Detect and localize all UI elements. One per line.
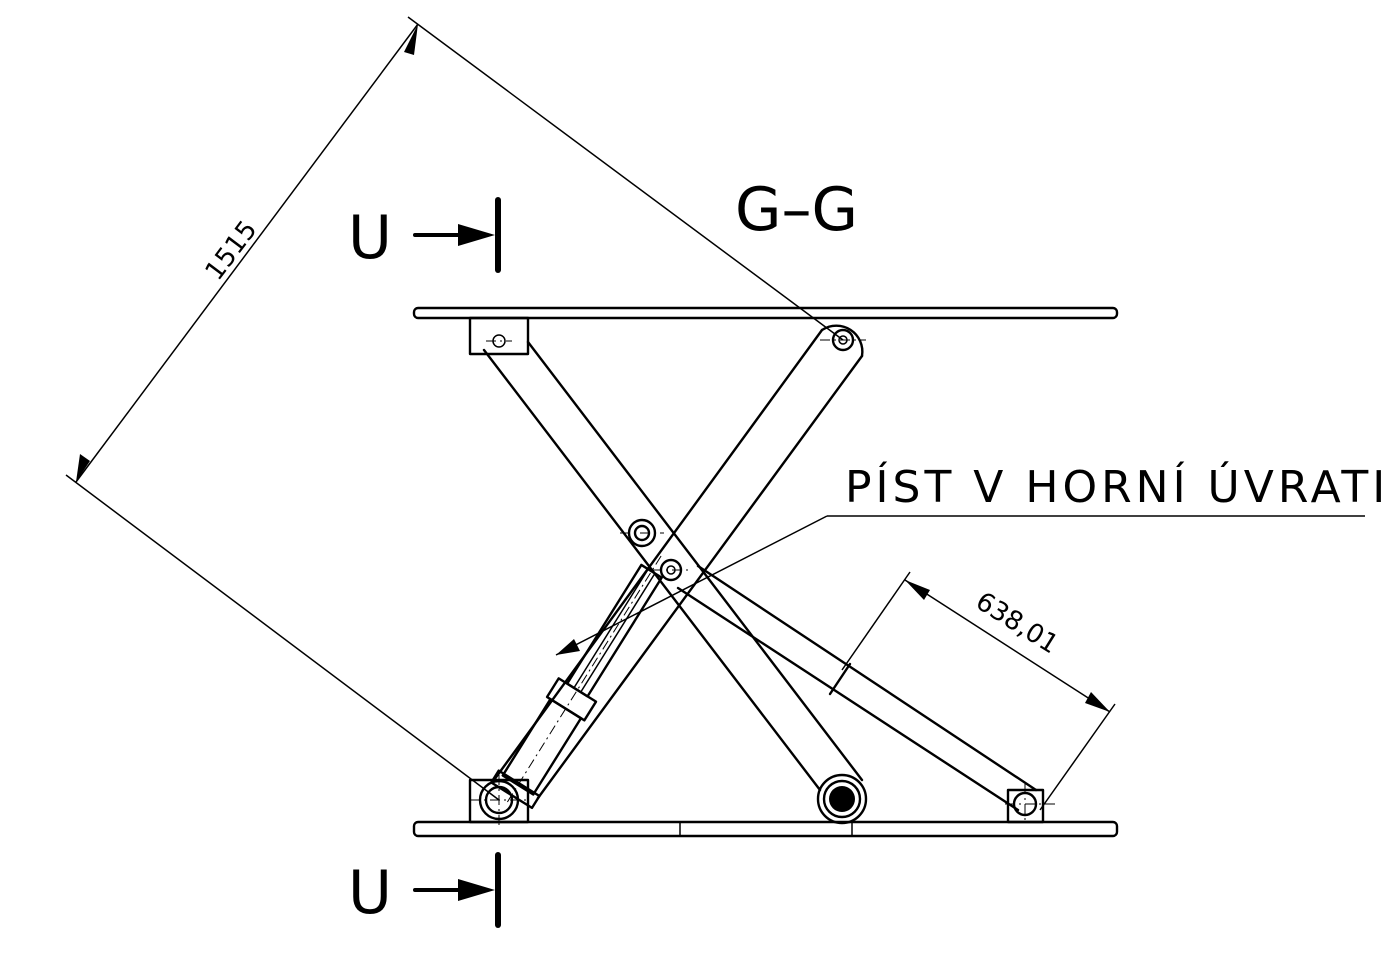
top-platform: [412, 306, 1119, 356]
callout: PÍST V HORNÍ ÚVRATI: [555, 460, 1389, 656]
section-title: G–G: [735, 175, 858, 245]
dimension-diagonal: 1515: [65, 16, 844, 801]
bottom-roller: [816, 773, 868, 825]
dimension-diagonal-value: 1515: [200, 215, 264, 286]
section-marker-top: U: [348, 197, 501, 273]
central-pivot: [652, 558, 690, 582]
hydraulic-cylinder: [490, 518, 664, 810]
scissor-arm-right-to-base: [492, 324, 866, 800]
dimension-cylinder-value: 638,01: [970, 586, 1063, 660]
bottom-base: [412, 778, 1119, 838]
dimension-cylinder: 638,01: [841, 571, 1116, 811]
callout-label: PÍST V HORNÍ ÚVRATI: [845, 460, 1389, 513]
section-marker-bottom-letter: U: [348, 858, 392, 928]
section-marker-bottom: U: [348, 852, 501, 928]
actuator-arm: [676, 564, 1055, 824]
section-marker-top-letter: U: [348, 203, 392, 273]
